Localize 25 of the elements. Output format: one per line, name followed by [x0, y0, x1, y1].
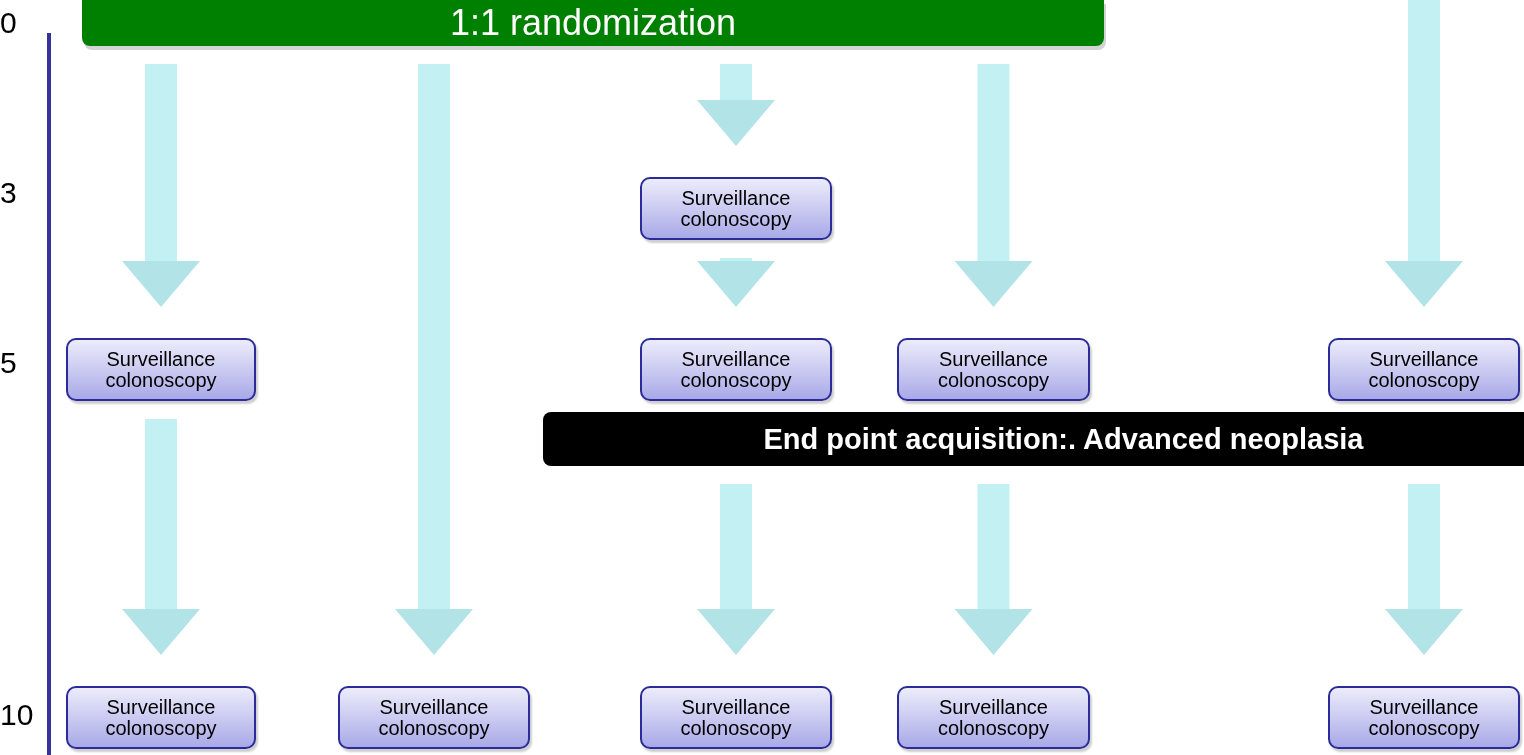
axis-tick-label: 0: [0, 8, 17, 38]
surveillance-box: Surveillance colonoscopy: [1328, 338, 1520, 401]
surveillance-box: Surveillance colonoscopy: [640, 686, 832, 749]
block-arrow: [395, 64, 473, 655]
surveillance-box: Surveillance colonoscopy: [66, 338, 256, 401]
block-arrow: [1385, 0, 1463, 307]
block-arrow: [954, 484, 1033, 655]
surveillance-box: Surveillance colonoscopy: [640, 338, 832, 401]
block-arrow: [697, 258, 775, 307]
endpoint-banner: End point acquisition:. Advanced neoplasia: [543, 412, 1524, 466]
surveillance-box: Surveillance colonoscopy: [338, 686, 530, 749]
surveillance-box: Surveillance colonoscopy: [66, 686, 256, 749]
block-arrow: [697, 64, 775, 146]
axis-tick-label: 3: [0, 178, 17, 208]
surveillance-box: Surveillance colonoscopy: [1328, 686, 1520, 749]
block-arrow: [1385, 484, 1463, 655]
surveillance-box: Surveillance colonoscopy: [897, 686, 1090, 749]
block-arrow: [697, 484, 775, 655]
surveillance-box: Surveillance colonoscopy: [897, 338, 1090, 401]
axis-tick-label: 5: [0, 348, 17, 378]
block-arrow: [122, 64, 200, 307]
surveillance-box: Surveillance colonoscopy: [640, 177, 832, 240]
block-arrow: [954, 64, 1033, 307]
axis-tick-label: 10: [0, 700, 34, 730]
block-arrow: [122, 419, 200, 655]
